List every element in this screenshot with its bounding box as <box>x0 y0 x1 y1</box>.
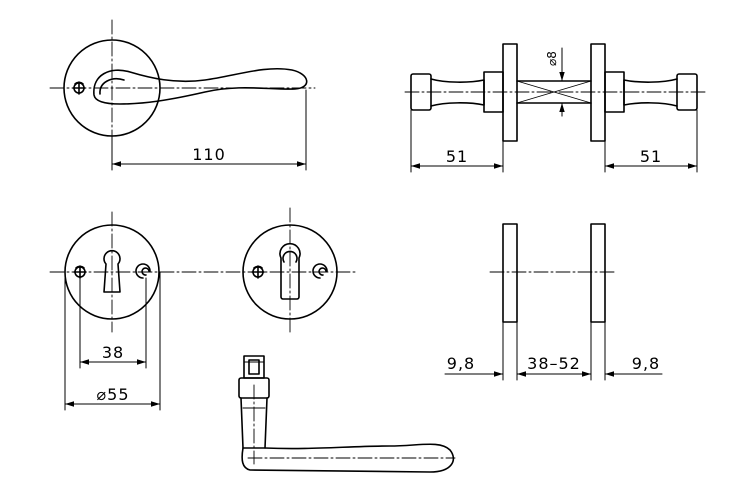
dim-51-right-lines <box>604 109 698 173</box>
centerlines-lever-front <box>49 19 316 156</box>
dim-38-lines <box>79 277 147 369</box>
lever-outline <box>93 67 308 105</box>
screw-icon <box>135 263 151 279</box>
dim-110-lines <box>111 89 307 171</box>
screw-icon <box>312 263 328 279</box>
dim-rose-depth-left: 51 <box>446 147 468 166</box>
centerlines-lever-side <box>247 384 456 465</box>
centerlines-middle <box>49 207 356 336</box>
dim-door-thickness: 38–52 <box>527 354 581 373</box>
dim-lever-length: 110 <box>192 145 226 164</box>
lever-side-view <box>238 355 455 473</box>
dim-door-lines <box>444 321 663 381</box>
dim-rose-diameter: ⌀55 <box>97 385 130 404</box>
dim-screw-spacing: 38 <box>102 343 124 362</box>
dim-55-lines <box>64 271 161 411</box>
dim-rose-thickness-left: 9,8 <box>447 354 475 373</box>
dim-spindle-value: 8 <box>545 51 559 59</box>
keyhole-icon <box>103 249 121 293</box>
svg-text:⌀8: ⌀8 <box>545 51 559 66</box>
door-section <box>502 223 606 323</box>
dim-spindle-group: ⌀8 <box>545 51 559 66</box>
dim-rose-depth-right: 51 <box>640 147 662 166</box>
dim-rose-thickness-right: 9,8 <box>632 354 660 373</box>
dim-spindle-symbol: ⌀ <box>545 59 559 66</box>
cylinder-icon <box>279 242 301 300</box>
dim-51-left-lines <box>410 109 504 173</box>
